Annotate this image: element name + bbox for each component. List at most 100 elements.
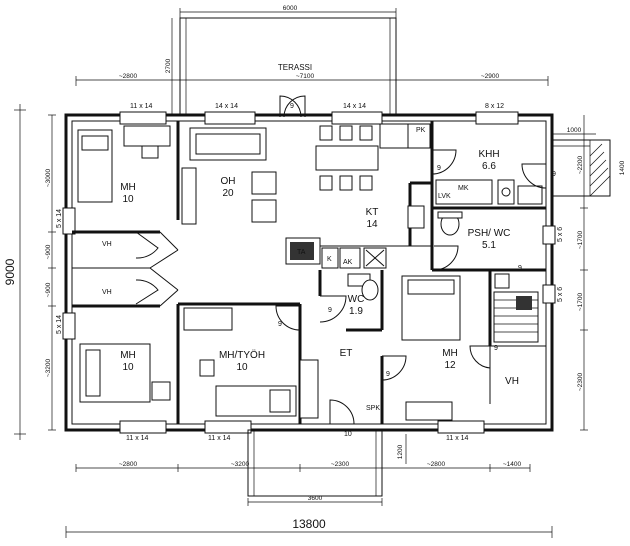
dim-entry-width: 3600 <box>308 495 323 502</box>
room-kt-area: 14 <box>366 219 378 230</box>
dim-overall-width: 13800 <box>292 517 326 531</box>
window-w4: 8 x 12 <box>485 103 504 110</box>
terrace-label: TERASSI <box>278 63 312 72</box>
window-left1: 5 x 14 <box>56 209 63 228</box>
furniture-mh-sw <box>79 343 171 403</box>
dim-overall-height: 9000 <box>3 258 17 285</box>
furniture-wc <box>347 273 379 301</box>
room-vh-1: VH <box>102 241 112 248</box>
room-vh-3: VH <box>505 376 519 387</box>
fixture-lvk: LVK <box>438 193 451 200</box>
room-wc: WC <box>348 294 365 305</box>
door-wc: 9 <box>328 307 332 314</box>
window-w7: 11 x 14 <box>446 435 469 442</box>
interior-walls <box>72 121 546 424</box>
dim-terrace-depth: 2700 <box>165 18 173 115</box>
door-ext-e: 9 <box>552 171 556 178</box>
fixture-ak: AK <box>343 259 353 266</box>
room-mh-nw-area: 10 <box>122 194 134 205</box>
dim-top-left: ~2800 <box>119 73 138 80</box>
window-right2: 5 x 6 <box>557 287 564 302</box>
room-khh: KHH <box>478 149 499 160</box>
fixture-k: K <box>327 256 332 263</box>
fixture-mk: MK <box>458 185 469 192</box>
furniture-oh <box>181 127 277 225</box>
windows-left: 5 x 14 5 x 14 <box>56 207 76 340</box>
room-mhtyoh: MH/TYÖH <box>219 349 265 361</box>
dim-right-c: 1400 <box>619 160 626 175</box>
terrace: TERASSI <box>179 17 397 116</box>
room-mh-sw-area: 10 <box>122 362 134 373</box>
dims-bottom: ~2800 ~3200 ~2300 ~2800 ~1400 1200 13800 <box>65 434 553 538</box>
dim-right-e: ~1700 <box>577 292 584 311</box>
window-left2: 5 x 14 <box>56 315 63 334</box>
dim-right-f: ~2300 <box>577 372 584 391</box>
door-terrace: 9 <box>290 103 294 110</box>
dim-bottom-f: ~1400 <box>503 461 522 468</box>
dim-left-b: ~900 <box>45 244 52 259</box>
dim-bottom-b: ~3200 <box>231 461 250 468</box>
furniture-psh <box>437 211 510 289</box>
dim-bottom-e: ~2800 <box>427 461 446 468</box>
door-sauna: 9 <box>494 345 498 352</box>
door-mhtyoh: 9 <box>278 321 282 328</box>
dim-top-terrace-text: 6000 <box>283 5 298 12</box>
dim-top-mid: ~7100 <box>296 73 315 80</box>
door-entry: 10 <box>344 431 352 438</box>
room-oh: OH <box>221 176 236 187</box>
room-mh-se-area: 12 <box>444 360 456 371</box>
dims-left: ~3000 ~900 ~900 ~3200 9000 <box>3 104 56 440</box>
door-khh: 9 <box>437 165 441 172</box>
windows-top: 11 x 14 14 x 14 14 x 14 8 x 12 <box>119 103 519 125</box>
room-mhtyoh-area: 10 <box>236 362 248 373</box>
furniture-mh-nw <box>77 125 171 203</box>
dim-left-a: ~3000 <box>45 168 52 187</box>
room-et: ET <box>340 348 353 359</box>
furniture-mh-se <box>401 275 461 421</box>
dim-right-b: ~2200 <box>577 155 584 174</box>
dim-right-a: 1000 <box>567 127 582 134</box>
door-psh: 9 <box>518 265 522 272</box>
room-mh-se: MH <box>442 348 458 359</box>
fixture-ta: TA <box>297 249 306 256</box>
south-entry: 3600 <box>247 429 383 506</box>
room-wc-area: 1.9 <box>349 306 363 317</box>
sauna-bench <box>493 291 539 343</box>
dim-top-right: ~2900 <box>481 73 500 80</box>
window-w1: 11 x 14 <box>130 103 153 110</box>
dim-bottom-a: ~2800 <box>119 461 138 468</box>
window-w2: 14 x 14 <box>215 103 238 110</box>
fixture-labels: TA K AK LVK MK SPK PK <box>297 127 469 412</box>
room-oh-area: 20 <box>222 188 234 199</box>
dim-right-d: ~1700 <box>577 230 584 249</box>
window-w3: 14 x 14 <box>343 103 366 110</box>
dim-bottom-d: 1200 <box>397 444 404 459</box>
fixture-pk: PK <box>416 127 426 134</box>
room-khh-area: 6.6 <box>482 161 496 172</box>
window-right1: 5 x 6 <box>557 227 564 242</box>
furniture-kitchen <box>285 123 431 269</box>
windows-right: 5 x 6 5 x 6 <box>542 225 564 304</box>
dim-top: ~2800 ~7100 ~2900 <box>75 73 549 86</box>
dim-top-terrace: 6000 <box>179 5 397 18</box>
dim-bottom-c: ~2300 <box>331 461 350 468</box>
room-mh-sw: MH <box>120 350 136 361</box>
dim-left-d: ~3200 <box>45 358 52 377</box>
room-kt: KT <box>366 207 379 218</box>
room-labels: MH 10 OH 20 KT 14 KHH 6.6 PSH/ WC 5.1 VH… <box>102 149 519 387</box>
door-mhse: 9 <box>386 371 390 378</box>
doors: 9 9 9 9 9 9 9 9 10 <box>135 95 556 438</box>
furniture-mhtyoh <box>183 307 297 417</box>
fixture-spk: SPK <box>366 405 380 412</box>
window-w5: 11 x 14 <box>126 435 149 442</box>
room-mh-nw: MH <box>120 182 136 193</box>
room-psh-area: 5.1 <box>482 240 496 251</box>
dim-left-c: ~900 <box>45 282 52 297</box>
room-psh: PSH/ WC <box>468 228 511 239</box>
windows-bottom: 11 x 14 11 x 14 11 x 14 <box>119 420 485 442</box>
dim-terrace-depth-text: 2700 <box>165 58 172 73</box>
dims-right: ~2200 1400 ~1700 ~1700 ~2300 <box>577 115 626 431</box>
furniture-khh <box>435 179 543 205</box>
window-w6: 11 x 14 <box>208 435 231 442</box>
